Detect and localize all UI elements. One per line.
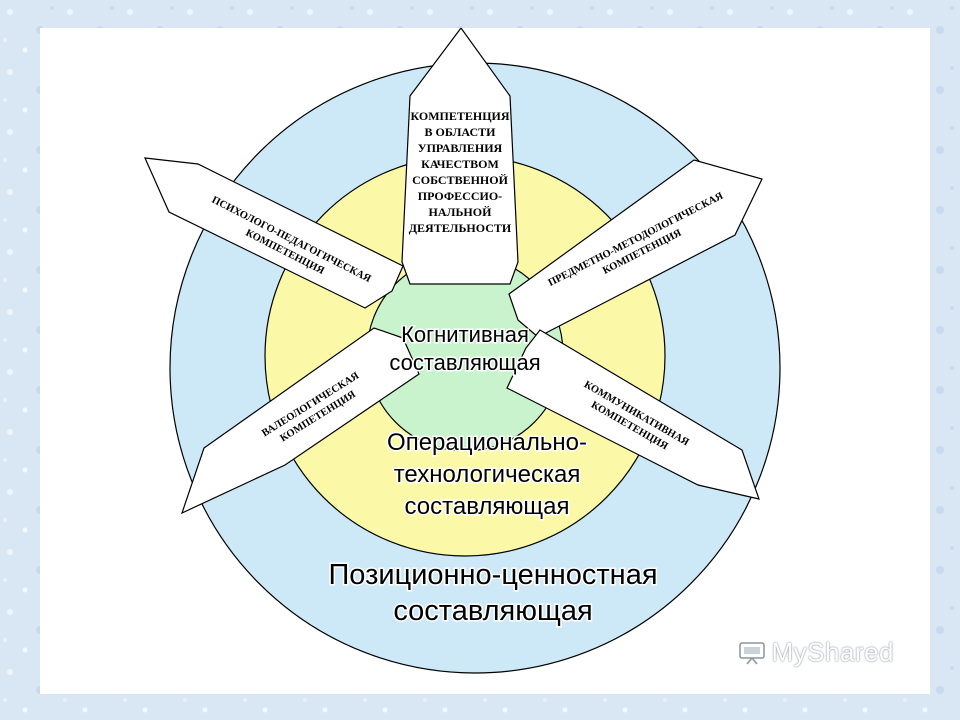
inner-circle-label: Когнитивная составляющая (388, 321, 542, 377)
arrow-upper-left (144, 157, 404, 309)
arrow-top-text-line: КОМПЕТЕНЦИЯ (410, 109, 509, 123)
arrow-top-text-line: КАЧЕСТВОМ (421, 157, 499, 171)
arrow-top-text-line: НАЛЬНОЙ (429, 205, 493, 219)
arrow-top-text-line: В ОБЛАСТИ (425, 125, 497, 139)
arrow-lower-left (180, 327, 420, 515)
inner-circle-label-line: Когнитивная (401, 322, 529, 347)
middle-ring-label-line: технологическая (394, 461, 581, 488)
arrow-top (401, 28, 519, 285)
arrow-top-text-line: СОБСТВЕННОЙ (412, 173, 509, 187)
arrow-top-text: КОМПЕТЕНЦИЯ В ОБЛАСТИ УПРАВЛЕНИЯ КАЧЕСТВОМ С… (409, 109, 512, 235)
inner-circle-label-line: составляющая (389, 350, 540, 375)
middle-ring-label-line: Операционально- (387, 429, 587, 456)
arrow-top-text-line: УПРАВЛЕНИЯ (418, 141, 503, 155)
projector-screen-icon (738, 641, 765, 664)
arrow-top-text-line: ДЕЯТЕЛЬНОСТИ (409, 221, 512, 235)
outer-ring-label: Позиционно-ценностная составляющая (327, 558, 659, 629)
watermark-text: MyShared (771, 637, 894, 667)
middle-ring-label: Операционально-технологическая составляющ… (386, 428, 589, 522)
outer-ring-label-line: Позиционно-ценностная (328, 559, 657, 591)
arrow-lower-right (506, 329, 760, 500)
arrow-upper-right (508, 159, 763, 338)
outer-ring-label-line: составляющая (393, 595, 592, 627)
middle-ring-label-line: составляющая (405, 493, 570, 520)
content-panel: КОМПЕТЕНЦИЯ В ОБЛАСТИ УПРАВЛЕНИЯ КАЧЕСТВОМ С… (40, 28, 930, 694)
arrow-top-text-line: ПРОФЕССИО- (418, 189, 502, 203)
watermark: MyShared (738, 637, 895, 668)
competence-diagram: КОМПЕТЕНЦИЯ В ОБЛАСТИ УПРАВЛЕНИЯ КАЧЕСТВОМ С… (144, 28, 781, 674)
